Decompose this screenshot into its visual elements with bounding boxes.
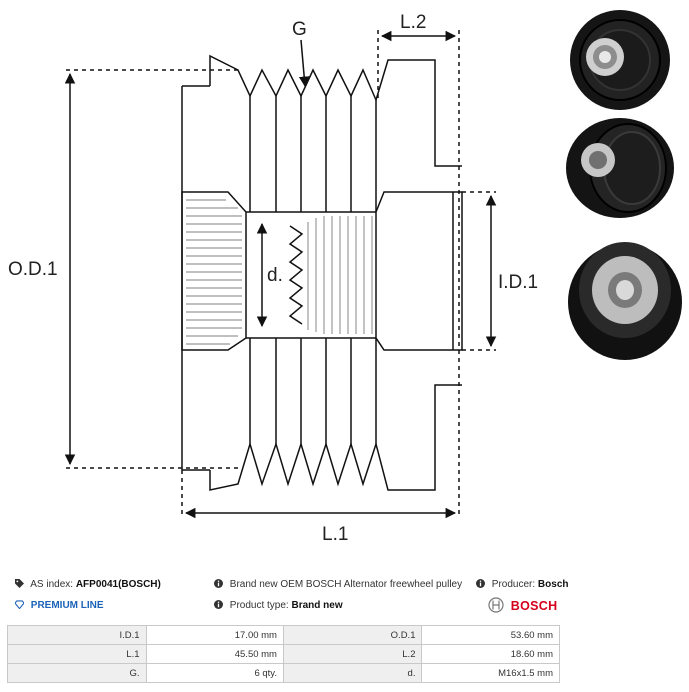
brand-logo: BOSCH (488, 597, 557, 613)
spec-key: I.D.1 (7, 625, 147, 645)
producer-value: Bosch (537, 579, 569, 590)
spec-key: G. (7, 663, 147, 683)
info-icon (476, 579, 485, 588)
diamond-icon (15, 600, 24, 609)
bosch-logo-icon (488, 597, 504, 613)
spec-key: O.D.1 (282, 625, 423, 645)
spec-key: d. (282, 663, 423, 683)
dimension-arrows (64, 30, 497, 519)
spec-table: I.D.1 17.00 mm O.D.1 53.60 mm L.1 45.50 … (7, 625, 560, 683)
as-index-value: AFP0041(BOSCH) (75, 579, 161, 590)
as-index: AS index: AFP0041(BOSCH) (15, 579, 161, 590)
producer: Producer: Bosch (476, 579, 568, 590)
spec-value: 45.50 mm (145, 644, 284, 664)
product-type: Product type: Brand new (214, 600, 343, 611)
pulley-outline (181, 54, 463, 491)
spec-value: 53.60 mm (421, 625, 560, 645)
label-g: G (292, 19, 307, 40)
spec-key: L.2 (282, 644, 423, 664)
table-row: I.D.1 17.00 mm O.D.1 53.60 mm (7, 625, 560, 645)
product-photo-middle (566, 118, 674, 218)
info-icon (214, 579, 223, 588)
producer-label: Producer: (491, 579, 536, 590)
info-icon (214, 600, 223, 609)
spec-key: L.1 (7, 644, 147, 664)
hub-hatching (186, 199, 242, 345)
product-type-label: Product type: (229, 600, 289, 611)
premium-line: PREMIUM LINE (15, 600, 104, 611)
product-type-value: Brand new (291, 600, 343, 611)
technical-drawing: G L.2 O.D.1 d. I.D.1 L.1 (8, 10, 682, 545)
label-l1: L.1 (322, 524, 348, 545)
table-row: L.1 45.50 mm L.2 18.60 mm (7, 644, 560, 664)
spec-value: 17.00 mm (145, 625, 284, 645)
spec-value: 18.60 mm (421, 644, 560, 664)
label-l2: L.2 (400, 12, 426, 33)
product-photo-bottom (568, 242, 682, 360)
description-text: Brand new OEM BOSCH Alternator freewheel… (229, 579, 463, 590)
table-row: G. 6 qty. d. M16x1.5 mm (7, 663, 560, 683)
premium-line-label: PREMIUM LINE (30, 600, 104, 611)
product-photo-top (570, 10, 670, 110)
tag-icon (15, 579, 24, 588)
as-index-label: AS index: (30, 579, 74, 590)
spec-value: 6 qty. (145, 663, 284, 683)
label-od1: O.D.1 (8, 259, 58, 280)
brand-logo-text: BOSCH (510, 599, 558, 613)
extension-lines (66, 30, 496, 515)
label-d: d. (267, 265, 283, 286)
thread-hatching (307, 216, 373, 334)
spec-value: M16x1.5 mm (421, 663, 560, 683)
description: Brand new OEM BOSCH Alternator freewheel… (214, 579, 462, 590)
label-id1: I.D.1 (498, 272, 538, 293)
